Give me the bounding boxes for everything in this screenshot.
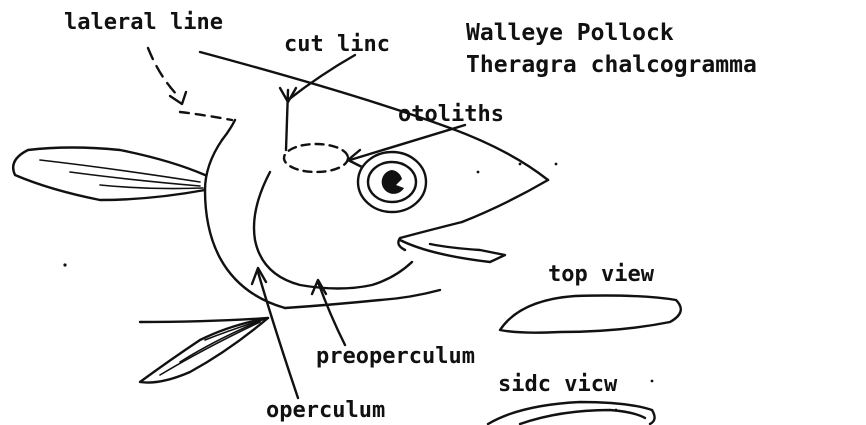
otoliths-label: otoliths <box>398 104 504 126</box>
snout-outline <box>462 180 548 222</box>
eye-pupil <box>382 170 404 194</box>
head-dot <box>477 171 480 174</box>
pectoral-base <box>222 120 235 140</box>
top-view-label: top view <box>548 264 654 286</box>
preoperculum-label: preoperculum <box>316 346 475 368</box>
otolith-side-view-inner <box>520 410 645 424</box>
head-dot <box>519 163 522 166</box>
stray-dot <box>63 263 66 266</box>
lateral-line-dashes <box>180 112 232 120</box>
head-dot <box>555 163 558 166</box>
lateral-line-label: laleral line <box>64 12 223 34</box>
operculum-pointer <box>258 272 298 398</box>
upper-jaw <box>398 222 462 250</box>
species-common-name: Walleye Pollock <box>466 22 674 45</box>
preoperculum-pointer <box>318 282 345 345</box>
belly-outline <box>285 290 440 308</box>
pectoral-fin <box>13 148 205 201</box>
otolith-top-view <box>500 296 681 333</box>
lower-jaw <box>400 240 505 262</box>
pelvic-fin-ray-3 <box>205 319 265 340</box>
lateral-line-pointer <box>148 48 180 98</box>
stray-dot <box>651 380 654 383</box>
pelvic-fin-ray-1 <box>160 322 260 375</box>
operculum-label: operculum <box>266 400 385 422</box>
lateral-line-arrowhead <box>170 92 186 104</box>
body-rear-outline <box>205 140 285 308</box>
species-scientific-name: Theragra chalcogramma <box>466 54 757 77</box>
side-view-label: sidc vicw <box>498 374 617 396</box>
otoliths-dashed-outline <box>284 144 348 172</box>
cut-line-label: cut linc <box>284 34 390 56</box>
